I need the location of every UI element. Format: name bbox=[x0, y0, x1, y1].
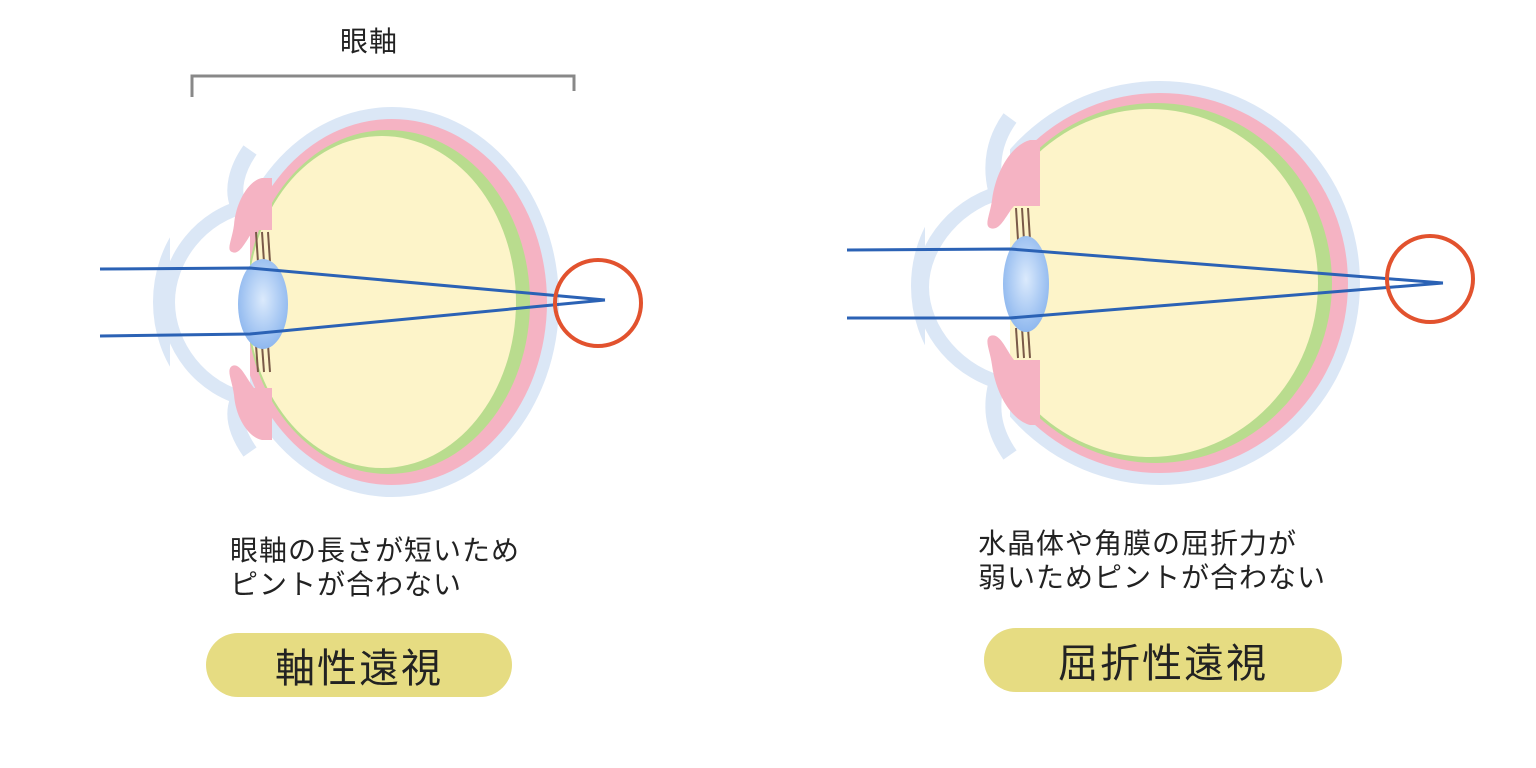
left-title: 軸性遠視 bbox=[275, 646, 443, 692]
left-lens bbox=[238, 259, 288, 349]
right-title: 屈折性遠視 bbox=[1058, 641, 1268, 687]
right-description: 水晶体や角膜の屈折力が 弱いためピントが合わない bbox=[978, 527, 1326, 595]
right-ray-top bbox=[846, 247, 1444, 285]
right-description-line1: 水晶体や角膜の屈折力が bbox=[978, 527, 1298, 560]
right-title-badge: 屈折性遠視 bbox=[984, 628, 1342, 692]
right-description-line2: 弱いためピントが合わない bbox=[978, 561, 1327, 594]
left-ray-bottom bbox=[99, 298, 606, 338]
left-iris-bottom bbox=[229, 365, 272, 440]
left-description: 眼軸の長さが短いため ピントが合わない bbox=[230, 534, 520, 602]
axial-length-label: 眼軸 bbox=[340, 25, 399, 58]
right-iris-top bbox=[987, 140, 1040, 229]
right-vitreous bbox=[982, 109, 1318, 457]
right-lens bbox=[1003, 236, 1049, 332]
left-description-line1: 眼軸の長さが短いため bbox=[230, 534, 521, 567]
left-vitreous bbox=[248, 136, 516, 468]
right-focus-circle bbox=[1385, 234, 1475, 324]
left-title-badge: 軸性遠視 bbox=[206, 633, 512, 697]
axial-length-bracket bbox=[190, 74, 576, 97]
left-focus-circle bbox=[553, 258, 643, 348]
left-ray-top bbox=[99, 266, 606, 302]
left-description-line2: ピントが合わない bbox=[230, 568, 463, 601]
right-ray-bottom bbox=[847, 281, 1444, 320]
left-iris-top bbox=[229, 178, 272, 253]
left-eye bbox=[99, 107, 643, 500]
right-eye bbox=[846, 80, 1475, 490]
right-iris-bottom bbox=[987, 335, 1040, 425]
